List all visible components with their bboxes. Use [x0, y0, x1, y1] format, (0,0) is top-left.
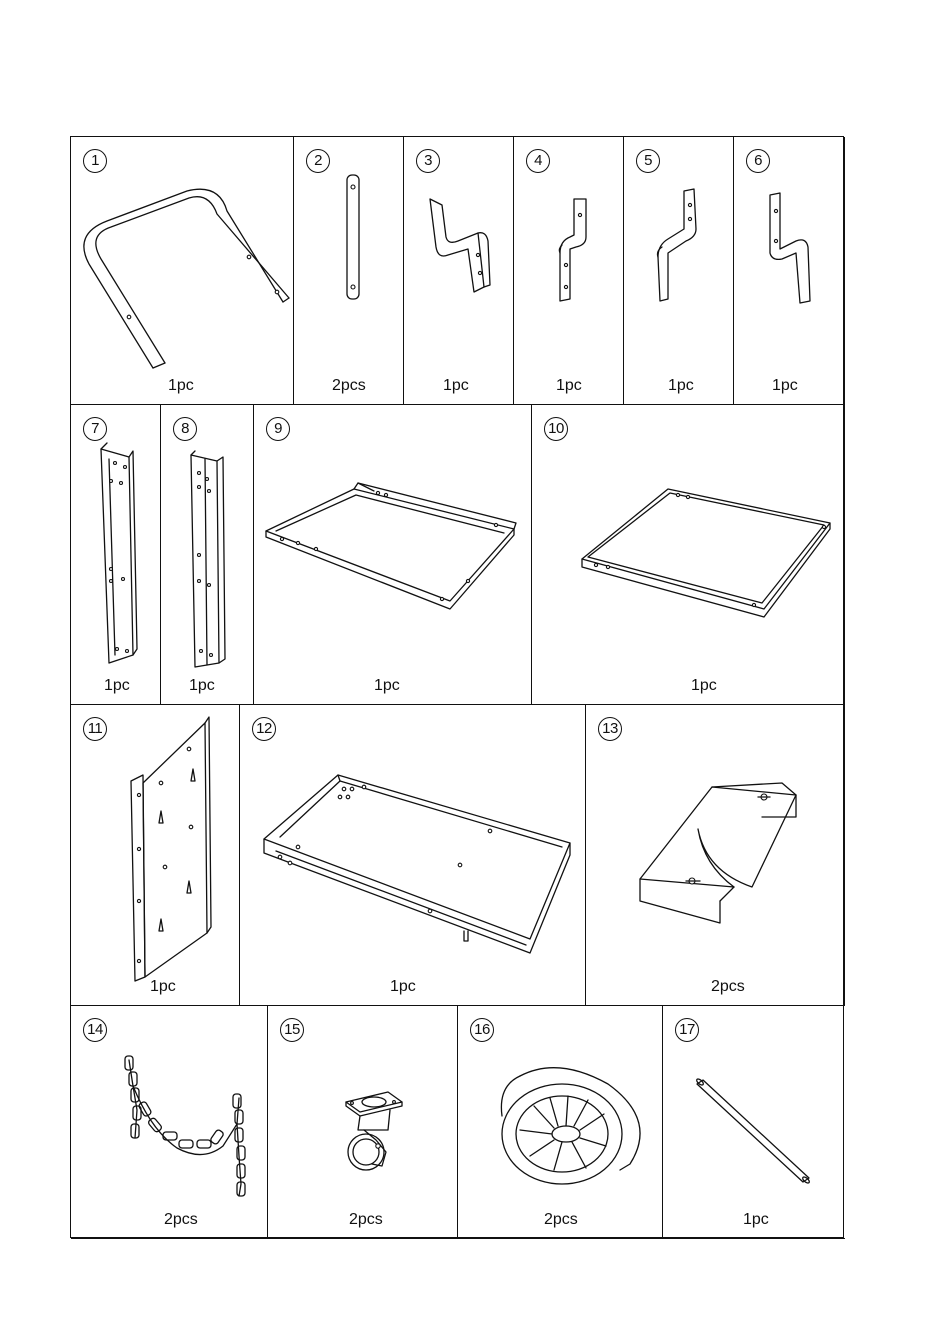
- part-cell-5: 5 1pc: [624, 137, 734, 405]
- bottom-shelf-icon: [240, 705, 586, 1006]
- part-cell-2: 2 2pcs: [294, 137, 404, 405]
- channel-leg-icon: [161, 405, 254, 705]
- offset-bracket-icon: [404, 137, 514, 405]
- part-quantity: 1pc: [189, 677, 215, 695]
- chain-icon: [71, 1006, 268, 1239]
- part-cell-16: 16 2pcs: [458, 1006, 663, 1239]
- tank-holder-icon: [586, 705, 845, 1006]
- part-quantity: 2pcs: [711, 978, 745, 996]
- part-quantity: 2pcs: [349, 1211, 383, 1229]
- part-quantity: 1pc: [150, 978, 176, 996]
- tray-frame-icon: [532, 405, 845, 705]
- axle-rod-icon: [663, 1006, 845, 1239]
- caster-icon: [268, 1006, 458, 1239]
- part-quantity: 1pc: [168, 377, 194, 395]
- offset-bracket-icon: [624, 137, 734, 405]
- part-quantity: 1pc: [556, 377, 582, 395]
- part-cell-12: 12 1pc: [240, 705, 586, 1006]
- part-quantity: 1pc: [743, 1211, 769, 1229]
- handle-tube-icon: [71, 137, 294, 405]
- part-quantity: 2pcs: [332, 377, 366, 395]
- part-cell-3: 3 1pc: [404, 137, 514, 405]
- part-quantity: 1pc: [104, 677, 130, 695]
- offset-bracket-icon: [514, 137, 624, 405]
- part-cell-14: 14 2pcs: [71, 1006, 268, 1239]
- part-cell-8: 8 1pc: [161, 405, 254, 705]
- part-cell-13: 13 2pcs: [586, 705, 845, 1006]
- part-quantity: 1pc: [443, 377, 469, 395]
- part-quantity: 1pc: [772, 377, 798, 395]
- flat-strap-icon: [294, 137, 404, 405]
- tray-frame-icon: [254, 405, 532, 705]
- channel-leg-icon: [71, 405, 161, 705]
- part-quantity: 1pc: [390, 978, 416, 996]
- parts-grid: 1 1pc 2 2pcs 3 1pc 4: [70, 136, 844, 1238]
- part-cell-1: 1 1pc: [71, 137, 294, 405]
- part-quantity: 1pc: [668, 377, 694, 395]
- offset-bracket-icon: [734, 137, 845, 405]
- part-cell-9: 9 1pc: [254, 405, 532, 705]
- wheel-icon: [458, 1006, 663, 1239]
- part-cell-17: 17 1pc: [663, 1006, 845, 1239]
- part-quantity: 2pcs: [164, 1211, 198, 1229]
- back-panel-icon: [71, 705, 240, 1006]
- part-quantity: 2pcs: [544, 1211, 578, 1229]
- part-cell-6: 6 1pc: [734, 137, 845, 405]
- part-cell-11: 11 1pc: [71, 705, 240, 1006]
- part-cell-4: 4 1pc: [514, 137, 624, 405]
- part-quantity: 1pc: [691, 677, 717, 695]
- part-cell-10: 10 1pc: [532, 405, 845, 705]
- part-cell-15: 15 2pcs: [268, 1006, 458, 1239]
- part-quantity: 1pc: [374, 677, 400, 695]
- part-cell-7: 7 1pc: [71, 405, 161, 705]
